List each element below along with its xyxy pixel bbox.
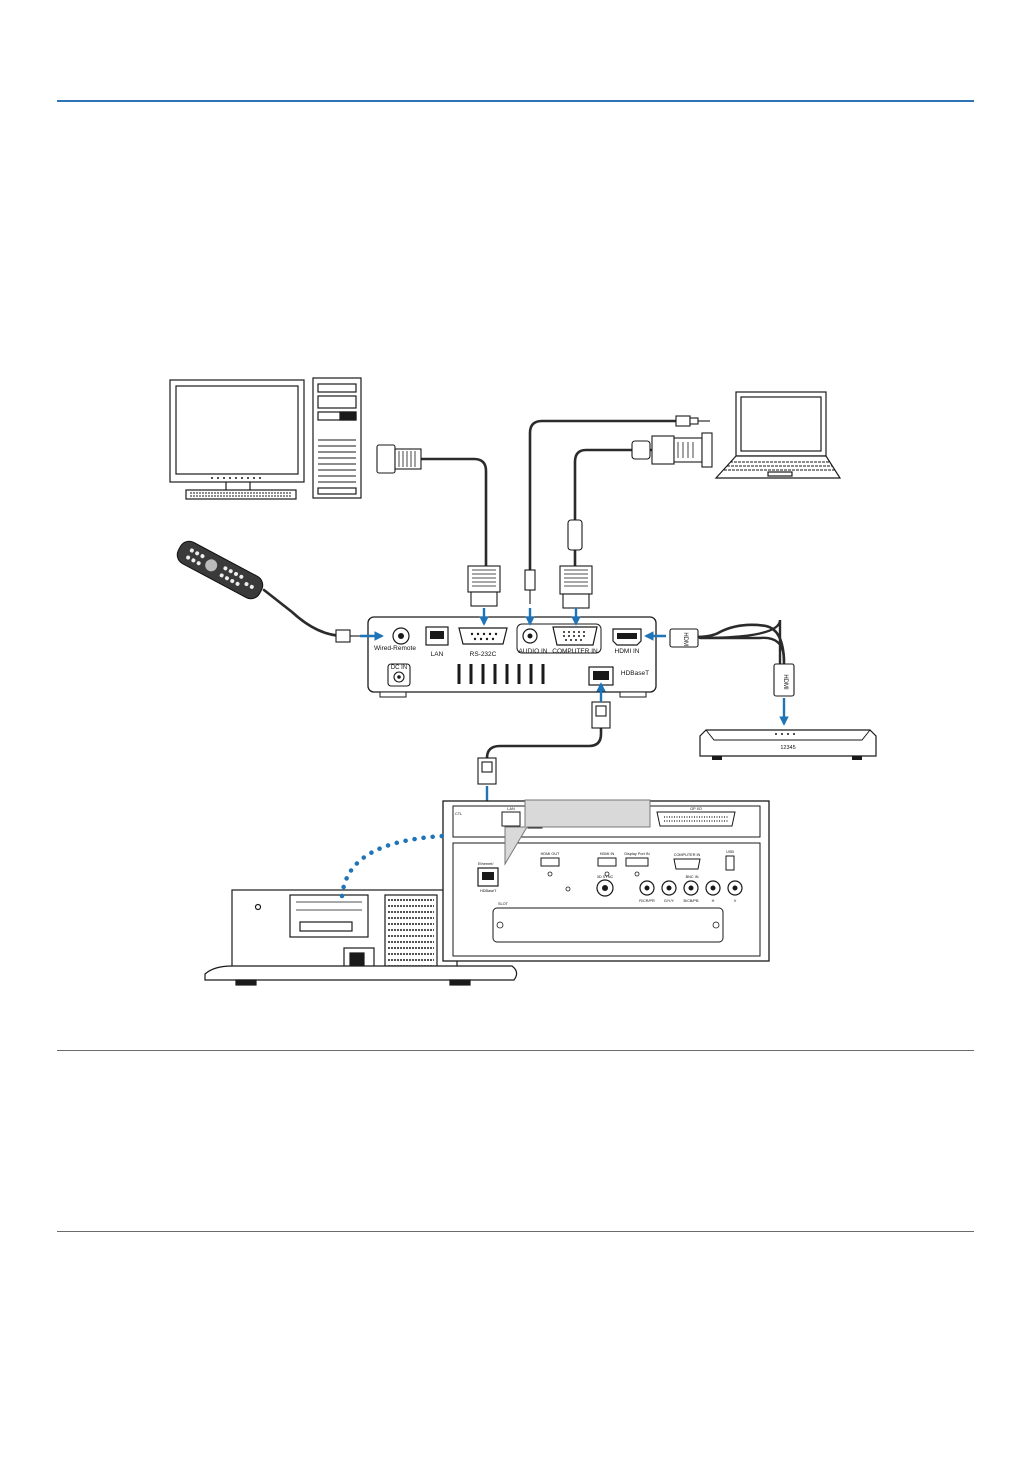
- panel-bnc-h-label: H: [712, 899, 715, 903]
- dc-in-label: DC IN: [391, 665, 407, 671]
- vga-cable: [573, 448, 654, 570]
- panel-slot: [492, 907, 724, 943]
- remote-cable: [262, 588, 346, 638]
- audio-in-label: AUDIO IN: [519, 648, 548, 655]
- panel-gpio-port: [656, 811, 736, 827]
- panel-lan-label: LAN: [507, 807, 515, 811]
- panel-ctl-label: CTL: [455, 812, 462, 816]
- panel-bnc-r-label: R/CR/PR: [639, 899, 655, 903]
- wired-remote-label: Wired-Remote: [374, 645, 416, 652]
- hdbaset-transmitter-box: Wired-Remote LAN RS-232C AUDIO IN COMPUT…: [367, 616, 657, 698]
- desktop-computer-icon: [169, 377, 362, 500]
- zoom-callout: [504, 799, 651, 866]
- panel-bnc-in-label: BNC IN: [686, 875, 699, 879]
- panel-hdbaset-label: HDBaseT: [480, 889, 497, 893]
- vent-slots: [457, 664, 545, 684]
- remote-control-icon: [176, 540, 264, 600]
- projector-icon: [204, 889, 518, 986]
- media-player-icon: 12345: [699, 729, 877, 760]
- hdbaset-cable: [485, 726, 603, 760]
- panel-bnc-g-label: G/Y/Y: [664, 899, 675, 903]
- zoom-dotted-indicator: [339, 833, 446, 899]
- hdbaset-label: HDBaseT: [621, 670, 649, 677]
- hdmi-plug-label-box: HDMI: [682, 632, 688, 648]
- player-display: 12345: [780, 745, 795, 751]
- panel-hdmi-out-port: [540, 857, 560, 867]
- panel-bnc-v-label: V: [734, 899, 737, 903]
- panel-bnc-b-label: B/CB/PB: [684, 899, 699, 903]
- panel-usb-label: USB: [726, 850, 734, 854]
- panel-hdmi-in-label: HDMI IN: [600, 852, 615, 856]
- computer-in-label: COMPUTER IN: [552, 648, 598, 655]
- top-accent-rule: [57, 100, 974, 102]
- rs232c-label: RS-232C: [470, 651, 497, 658]
- panel-gpio-label: GP I/O: [690, 807, 702, 811]
- laptop-icon: [714, 391, 842, 479]
- panel-hdmi-out-label: HDMI OUT: [541, 852, 560, 856]
- rs232c-port: [458, 627, 508, 645]
- rs232c-cable: [418, 457, 488, 570]
- panel-displayport-in-port: [625, 857, 649, 867]
- panel-computer-in-label: COMPUTER IN: [674, 853, 701, 857]
- hdmi-in-label: HDMI IN: [615, 648, 640, 655]
- panel-usb-port: [725, 855, 735, 871]
- hdmi-cable: [694, 623, 786, 666]
- projector-rear-panel: LAN CTL GP I/O Ethernet/ HDBaseT HDMI OU…: [442, 799, 770, 962]
- section-divider-middle: [57, 1050, 974, 1051]
- panel-lan-port: [501, 811, 521, 827]
- panel-3d-sync-label: 3D SYNC: [597, 875, 614, 879]
- audio-cable: [528, 419, 678, 572]
- section-divider-bottom: [57, 1231, 974, 1232]
- panel-ethernet-label: Ethernet/: [478, 862, 494, 866]
- lan-label: LAN: [431, 651, 444, 658]
- hdmi-plug-label: HDMI: [782, 674, 788, 690]
- panel-computer-in-port: [673, 858, 701, 870]
- panel-hdmi-in-port: [597, 857, 617, 867]
- panel-slot-label: SLOT: [498, 902, 509, 906]
- panel-displayport-label: Display Port IN: [624, 852, 650, 856]
